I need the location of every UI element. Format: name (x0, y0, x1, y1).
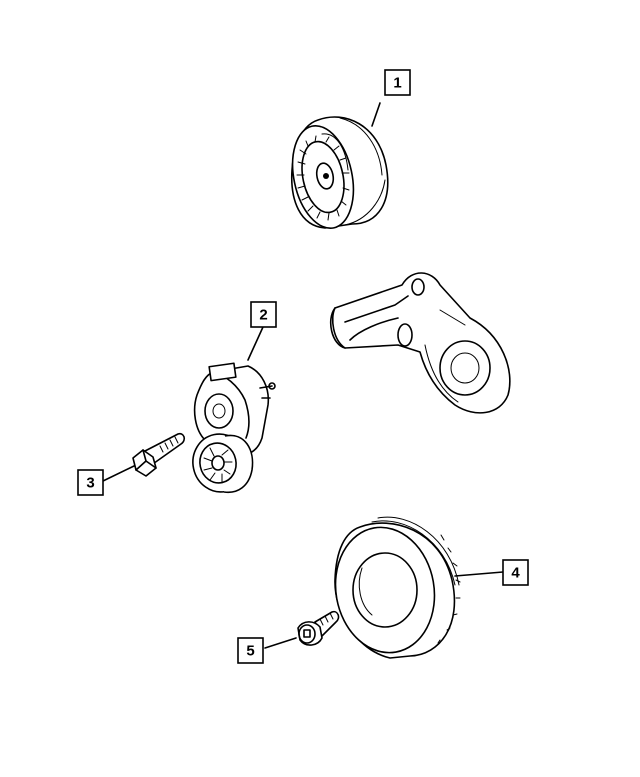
callout-1-label: 1 (393, 75, 401, 92)
tensioner-bolt (132, 432, 186, 477)
leader-line-2 (247, 326, 264, 361)
callout-3-label: 3 (86, 475, 94, 492)
callout-3[interactable]: 3 (77, 469, 104, 496)
callout-4[interactable]: 4 (502, 559, 529, 586)
leader-line-1 (371, 102, 381, 127)
leader-line-4 (454, 571, 504, 577)
leader-line-3 (102, 465, 135, 482)
callout-2-label: 2 (259, 307, 267, 324)
damper-bolt (297, 610, 340, 646)
belt-tensioner (192, 362, 276, 494)
callout-2[interactable]: 2 (250, 301, 277, 328)
callout-5[interactable]: 5 (237, 637, 264, 664)
leader-line-5 (264, 637, 297, 649)
callout-1[interactable]: 1 (384, 69, 411, 96)
idler-pulley (290, 116, 389, 230)
tensioner-bracket (329, 272, 511, 414)
callout-5-label: 5 (246, 643, 254, 660)
crankshaft-damper-pulley (334, 516, 461, 659)
callout-4-label: 4 (511, 565, 520, 582)
